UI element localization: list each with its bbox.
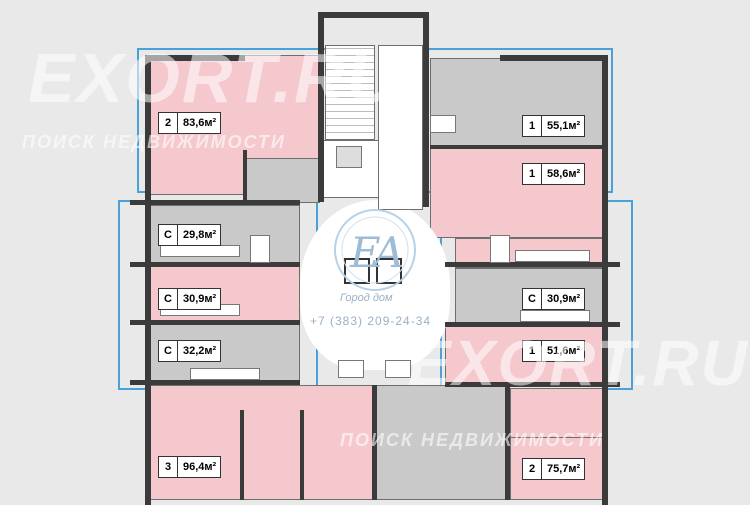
bathtub xyxy=(490,235,510,263)
bathtub xyxy=(385,360,411,378)
wall-mid-left-4 xyxy=(130,380,300,385)
apartment-label: 1 58,6м² xyxy=(522,163,586,185)
apartment-zone-bottom-right-corner xyxy=(510,388,605,438)
svg-text:E: E xyxy=(349,228,381,277)
apartment-label: 2 75,7м² xyxy=(522,458,586,480)
room-count: С xyxy=(159,289,178,309)
kitchen-counter xyxy=(190,368,260,380)
kitchen-counter xyxy=(160,245,240,257)
wall-right-upper xyxy=(430,145,608,149)
bathtub xyxy=(250,235,270,263)
wall-mid-right-3 xyxy=(445,382,620,387)
wall-bottom-divider xyxy=(372,385,377,500)
wall-core-right xyxy=(423,12,429,207)
apartment-label: 1 51,6м² xyxy=(522,340,586,362)
area-value: 51,6м² xyxy=(547,345,581,357)
wall-top-left xyxy=(145,55,245,61)
room-count: 2 xyxy=(159,113,178,133)
wall-core-left xyxy=(318,12,324,202)
vertical-corridor xyxy=(378,45,423,210)
apartment-zone-1-58 xyxy=(430,148,605,238)
shaft-box xyxy=(336,146,362,168)
apartment-label: С 29,8м² xyxy=(158,224,222,246)
wall-left-top xyxy=(145,55,151,505)
city-home-logo-icon: E A xyxy=(334,209,416,291)
area-value: 30,9м² xyxy=(547,293,581,305)
wall-right-top xyxy=(602,55,608,505)
bathtub xyxy=(338,360,364,378)
room-count: 1 xyxy=(523,116,542,136)
wall-top-core xyxy=(318,12,428,18)
apartment-label: 3 96,4м² xyxy=(158,456,222,478)
svg-text:A: A xyxy=(370,228,404,277)
staircase xyxy=(325,45,375,140)
apartment-zone-bottom-center xyxy=(375,385,510,500)
area-value: 58,6м² xyxy=(547,168,581,180)
area-value: 83,6м² xyxy=(183,117,217,129)
watermark-brand-lower: EXORT.RU xyxy=(408,327,749,399)
bathtub xyxy=(430,115,456,133)
logo-caption: Город дом xyxy=(340,292,393,304)
area-value: 30,9м² xyxy=(183,293,217,305)
wall-inner-bottom-left-2 xyxy=(300,410,304,500)
room-count: С xyxy=(159,341,178,361)
corridor-core xyxy=(300,200,450,370)
room-count: 3 xyxy=(159,457,178,477)
area-value: 96,4м² xyxy=(183,461,217,473)
area-value: 32,2м² xyxy=(183,345,217,357)
wall-inner-bottom-left xyxy=(240,410,244,500)
watermark-tagline-lower: ПОИСК НЕДВИЖИМОСТИ xyxy=(340,430,604,450)
apartment-label: 1 55,1м² xyxy=(522,115,586,137)
area-value: 75,7м² xyxy=(547,463,581,475)
wall-mid-left-3 xyxy=(130,320,300,325)
room-count: 1 xyxy=(523,164,542,184)
apartment-zone-3-96 xyxy=(150,385,375,500)
elevator-left xyxy=(344,258,370,284)
wall-bottom-divider-2 xyxy=(505,385,510,500)
apartment-label: С 30,9м² xyxy=(522,288,586,310)
room-count: 2 xyxy=(523,459,542,479)
kitchen-counter xyxy=(520,310,590,322)
wall-mid-right-2 xyxy=(445,322,620,327)
service-zone-left-top xyxy=(245,158,320,203)
area-value: 55,1м² xyxy=(547,120,581,132)
apartment-label: С 30,9м² xyxy=(158,288,222,310)
room-count: 1 xyxy=(523,341,542,361)
wall-top-right xyxy=(500,55,608,61)
kitchen-counter xyxy=(515,250,590,262)
watermark-tagline: ПОИСК НЕДВИЖИМОСТИ xyxy=(22,132,286,152)
room-count: С xyxy=(523,289,542,309)
logo-phone: +7 (383) 209-24-34 xyxy=(310,314,432,328)
wall-mid-right-1 xyxy=(445,262,620,267)
area-value: 29,8м² xyxy=(183,229,217,241)
room-count: С xyxy=(159,225,178,245)
watermark-brand: EXORT.RU xyxy=(28,39,400,117)
wall-inner-top-left xyxy=(243,150,247,200)
wall-mid-left-2 xyxy=(130,262,300,267)
apartment-label: 2 83,6м² xyxy=(158,112,222,134)
apartment-label: С 32,2м² xyxy=(158,340,222,362)
wall-mid-left-1 xyxy=(130,200,300,205)
